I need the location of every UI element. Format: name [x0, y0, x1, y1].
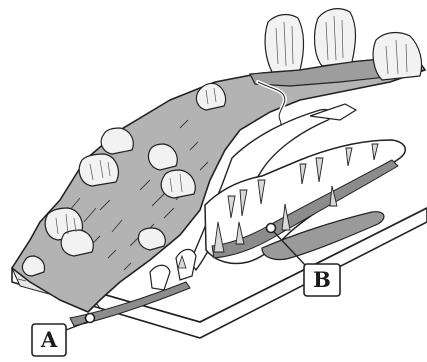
label-a-point — [86, 314, 95, 323]
label-a-text: A — [40, 327, 58, 352]
label-b-text: B — [313, 267, 331, 292]
label-a: A — [32, 314, 95, 357]
label-b-point — [267, 224, 276, 233]
